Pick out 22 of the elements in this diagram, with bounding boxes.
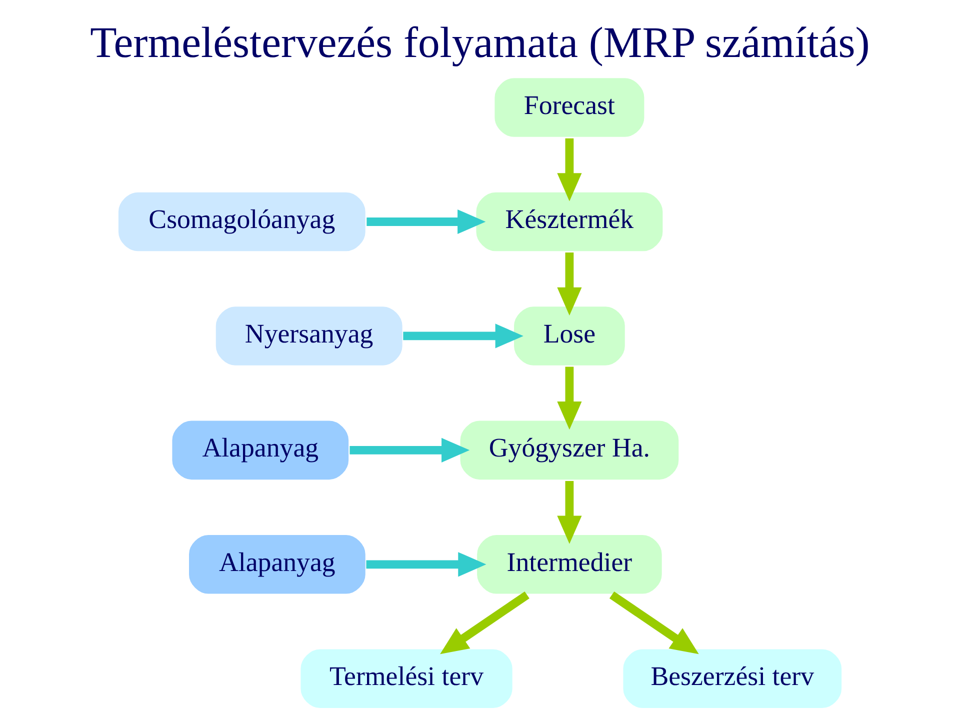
arrow <box>609 591 699 654</box>
arrow <box>557 481 582 544</box>
arrow <box>557 252 582 316</box>
arrow <box>366 552 486 577</box>
arrow <box>557 138 582 202</box>
node-box: Késztermék <box>474 190 664 253</box>
arrow <box>440 591 530 654</box>
node-box: Lose <box>512 304 627 368</box>
arrow <box>403 324 524 348</box>
node-box: Beszerzési terv <box>622 648 844 710</box>
arrow <box>350 438 470 462</box>
node-box: Termelési terv <box>299 648 514 710</box>
arrow <box>366 209 486 234</box>
node-box: Intermedier <box>475 533 664 596</box>
node-box: Alapanyag <box>187 533 368 596</box>
diagram-title: Termeléstervezés folyamata (MRP számítás) <box>90 18 870 67</box>
node-box: Forecast <box>493 76 646 139</box>
node-box: Alapanyag <box>170 419 350 482</box>
node-box: Csomagolóanyag <box>116 190 368 253</box>
node-box: Nyersanyag <box>214 304 404 368</box>
arrow <box>557 366 582 430</box>
node-box: Gyógyszer Ha. <box>458 419 680 482</box>
